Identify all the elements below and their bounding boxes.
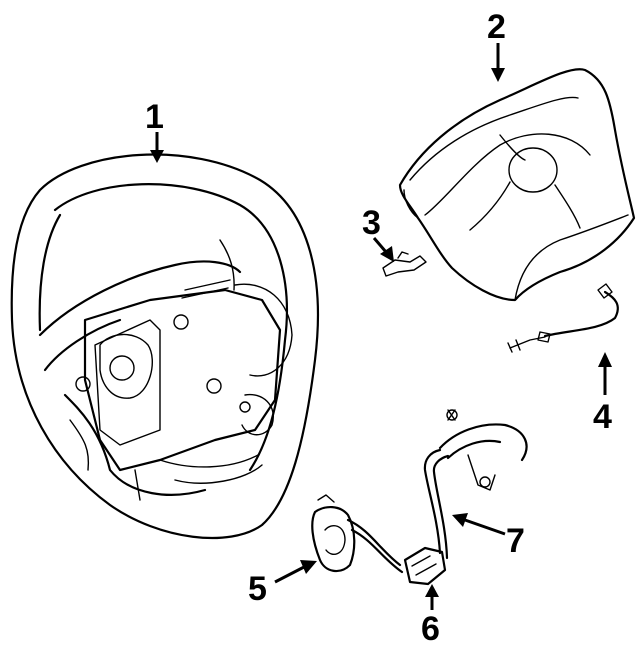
callout-6: 6 (421, 610, 440, 648)
steering-wheel (10, 153, 320, 540)
connector-wire (507, 283, 619, 353)
airbag-module (398, 68, 636, 302)
clip-part (382, 251, 427, 277)
callout-7: 7 (506, 522, 525, 560)
arrow-5 (274, 564, 307, 584)
wiring-harness (311, 409, 528, 586)
arrowhead-6 (425, 584, 439, 597)
arrowhead-4 (598, 352, 612, 367)
callout-3: 3 (362, 204, 381, 242)
arrowhead-1 (150, 150, 164, 163)
callout-2: 2 (487, 8, 506, 46)
callout-5: 5 (248, 570, 267, 608)
callout-arrows (150, 43, 612, 610)
arrow-7 (464, 518, 506, 536)
arrowhead-3 (380, 246, 394, 262)
arrowhead-2 (491, 68, 505, 82)
callout-4: 4 (593, 398, 612, 436)
arrow-3 (372, 237, 388, 253)
arrowhead-5 (300, 560, 317, 574)
arrowhead-7 (452, 513, 468, 527)
callout-1: 1 (145, 98, 164, 136)
